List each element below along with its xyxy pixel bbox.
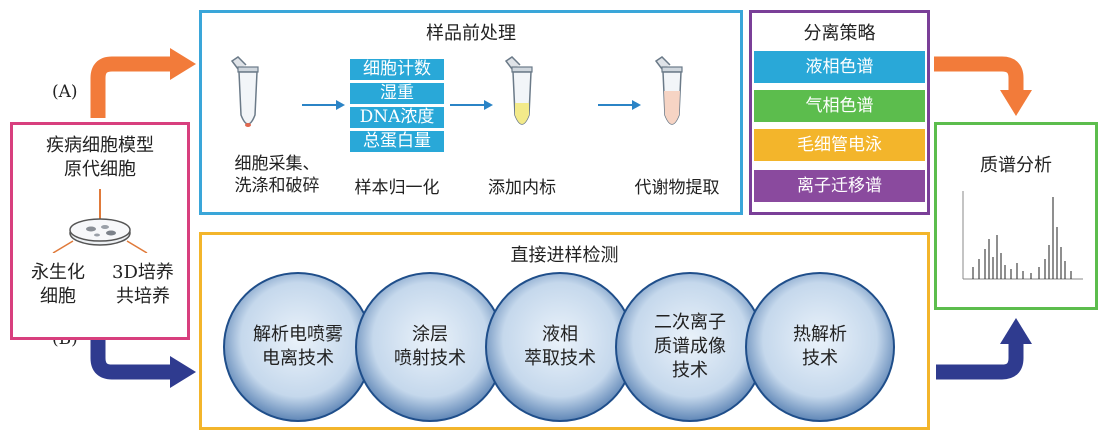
normalization-stack: 细胞计数 湿重 DNA浓度 总蛋白量	[350, 59, 444, 155]
technique-td-label: 热解析 技术	[793, 324, 847, 369]
flow-arrow-icon	[450, 100, 493, 110]
sep-item-ce: 毛细管电泳	[754, 129, 925, 161]
flow-arrow-icon	[598, 100, 641, 110]
direct-title: 直接进样检测	[510, 245, 619, 266]
technique-circle	[745, 272, 895, 422]
technique-coating-label: 涂层 喷射技术	[394, 324, 466, 369]
3d-culture-label: 3D培养 共培养	[112, 262, 174, 307]
technique-lme-label: 液相 萃取技术	[524, 324, 596, 369]
ms-analysis-box: 质谱分析	[934, 122, 1098, 310]
technique-desi-label: 解析电喷雾 电离技术	[253, 324, 343, 369]
arrow-to-ms-icon	[934, 56, 1032, 116]
arrow-b-icon	[90, 322, 196, 388]
step-internal-std-label: 添加内标	[488, 178, 556, 198]
sep-item-gc: 气相色谱	[754, 90, 925, 122]
sample-prep-box: 样品前处理 细胞采集、 洗涤和破碎 细胞计数 湿重 DNA浓度 总蛋白量 样本归…	[199, 10, 743, 215]
sep-item-lc: 液相色谱	[754, 51, 925, 83]
model-title-line1: 疾病细胞模型	[46, 135, 154, 156]
tube-icon	[230, 56, 259, 127]
prep-title: 样品前处理	[426, 23, 516, 44]
mass-spectrum-icon	[962, 191, 1083, 280]
tube-icon	[504, 56, 533, 125]
model-title-line2: 原代细胞	[64, 159, 136, 180]
separation-title: 分离策略	[803, 23, 876, 44]
separation-strategy-box: 分离策略 液相色谱 气相色谱 毛细管电泳 离子迁移谱	[749, 10, 930, 215]
disease-model-box: 疾病细胞模型 原代细胞 永生化 细胞 3D培养 共培养	[10, 122, 190, 340]
step-normalize-label: 样本归一化	[354, 178, 440, 198]
arrow-direct-to-ms-icon	[936, 318, 1032, 380]
norm-item-dna: DNA浓度	[350, 107, 444, 128]
direct-injection-box: 直接进样检测 解析电喷雾 电离技术 涂层 喷射技术 液相 萃取技术 二次离子 质…	[199, 232, 930, 430]
norm-item-cell-count: 细胞计数	[350, 59, 444, 80]
technique-sims-label: 二次离子 质谱成像 技术	[654, 312, 726, 381]
step-extraction-label: 代谢物提取	[634, 178, 720, 198]
immortalized-cell-label: 永生化 细胞	[31, 262, 85, 307]
flow-arrow-icon	[302, 100, 345, 110]
arrow-a-icon	[90, 48, 196, 118]
norm-item-protein: 总蛋白量	[350, 131, 444, 152]
technique-circles	[223, 272, 895, 422]
step-harvest-label: 细胞采集、 洗涤和破碎	[234, 154, 320, 196]
tube-icon	[654, 56, 683, 125]
label-a: (A)	[52, 82, 78, 102]
ms-title: 质谱分析	[980, 155, 1052, 176]
sep-item-ims: 离子迁移谱	[754, 170, 925, 202]
norm-item-wet-weight: 湿重	[350, 83, 444, 104]
petri-dish-icon	[52, 189, 148, 253]
